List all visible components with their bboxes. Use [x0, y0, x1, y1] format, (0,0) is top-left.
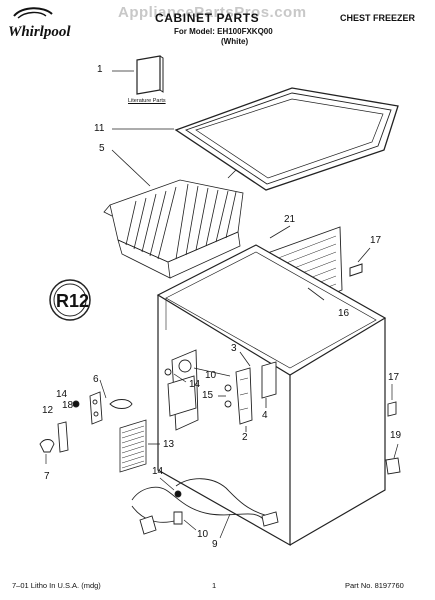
callout-14-top: 14 [189, 379, 201, 390]
callout-7: 7 [44, 471, 50, 482]
callout-18: 18 [62, 400, 74, 411]
callout-17-top: 17 [370, 235, 382, 246]
callout-19: 19 [390, 430, 402, 441]
side-clip-and-foot [385, 384, 401, 475]
callout-5: 5 [99, 143, 105, 154]
hinge-bracket [218, 351, 277, 432]
footer-part-number: Part No. 8197760 [345, 581, 404, 590]
refrigerant-badge: R12 [49, 279, 91, 321]
callout-12: 12 [42, 405, 54, 416]
callout-14-left: 14 [56, 389, 68, 400]
callout-21: 21 [284, 214, 296, 225]
callout-9: 9 [212, 539, 218, 550]
literature-parts [112, 55, 164, 95]
top-clip [349, 247, 371, 277]
footer-page-number: 1 [212, 581, 217, 590]
callout-3: 3 [231, 343, 237, 354]
page-title: CABINET PARTS [155, 11, 260, 25]
callout-10-top: 10 [205, 370, 217, 381]
wire-basket [103, 149, 245, 279]
vent-grille [119, 419, 160, 473]
watermark: AppliancePartsPros.com [118, 4, 307, 21]
callout-10-bottom: 10 [197, 529, 209, 540]
brand-text: Whirlpool [8, 24, 71, 40]
callout-11: 11 [94, 123, 105, 134]
wiring-harness [131, 477, 279, 539]
cabinet [156, 244, 387, 547]
callout-17-side: 17 [388, 372, 400, 383]
callout-16: 16 [338, 308, 350, 319]
callout-6: 6 [93, 374, 99, 385]
callout-15: 15 [202, 390, 214, 401]
category-label: CHEST FREEZER [340, 13, 416, 23]
callout-4: 4 [262, 410, 268, 421]
lamp-hardware [39, 379, 133, 464]
thermostat-control [164, 349, 231, 431]
callout-2: 2 [242, 432, 248, 443]
whirlpool-logo: Whirlpool [6, 4, 86, 44]
callout-13: 13 [163, 439, 175, 450]
lid-gasket [112, 87, 399, 191]
callout-14-bottom: 14 [152, 466, 164, 477]
literature-label: Literature Parts [128, 98, 166, 104]
footer-print-info: 7–01 Litho In U.S.A. (mdg) [12, 581, 101, 590]
color-line: (White) [221, 37, 249, 46]
model-line: For Model: EH100FXKQ00 [174, 27, 273, 36]
refrigerant-badge-text: R12 [56, 291, 89, 311]
callout-1: 1 [97, 64, 103, 75]
